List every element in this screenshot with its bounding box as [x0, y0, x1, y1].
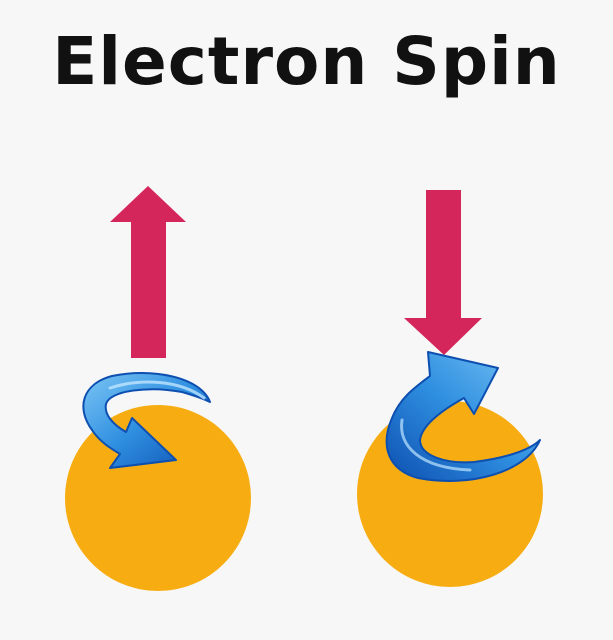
electron-sphere — [357, 401, 543, 587]
electron-spin-up — [65, 186, 251, 591]
rotation-arrow-highlight — [400, 418, 472, 472]
spin-down-arrow-icon — [404, 190, 482, 355]
spin-up-arrow-icon — [110, 186, 186, 358]
rotation-arrow-icon — [385, 351, 541, 482]
page-title: Electron Spin — [52, 23, 561, 100]
electron-spin-down — [357, 190, 543, 587]
rotation-arrow-icon — [82, 372, 211, 469]
electron-sphere — [65, 405, 251, 591]
rotation-arrow-highlight — [108, 380, 206, 400]
